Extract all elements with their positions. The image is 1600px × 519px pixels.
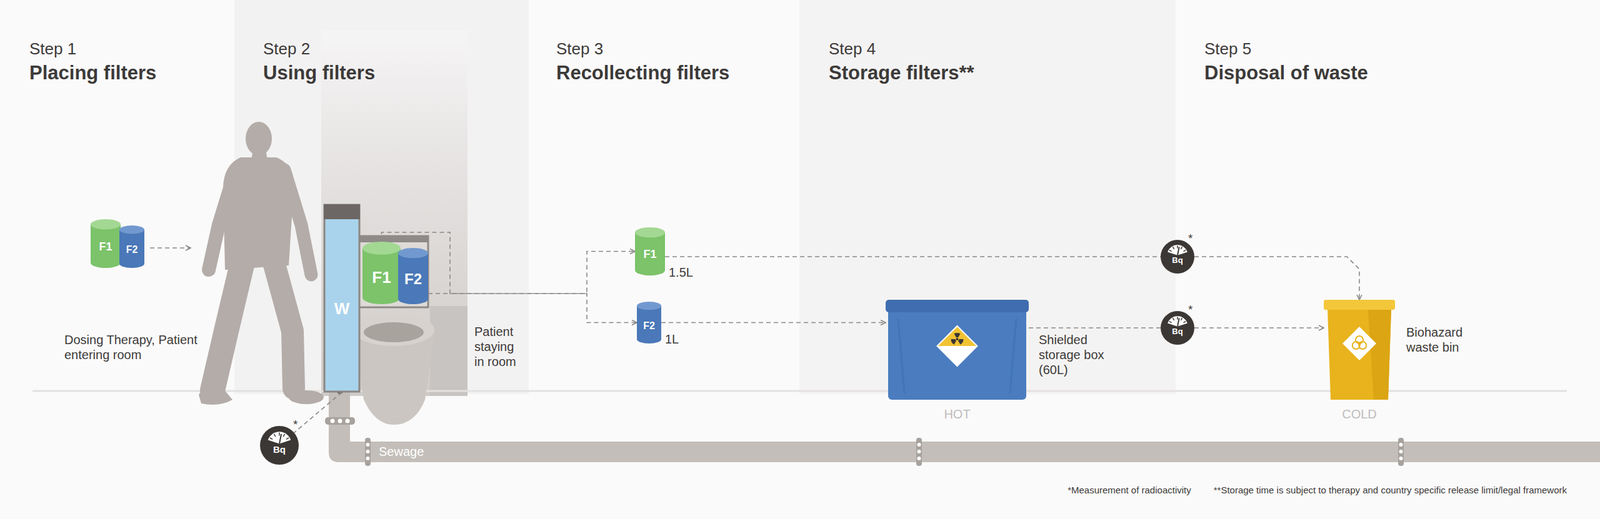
footnotes: *Measurement of radioactivity **Storage t… [1067,485,1567,497]
node-label: Bq [1160,255,1195,266]
node-caption: COLD [1323,406,1395,422]
biohazard-bin-shape [1323,300,1395,400]
dashed-connector [1028,327,1161,329]
biohazard-bin: Biohazard waste binCOLD [1323,300,1395,400]
dashed-connector [665,256,1161,258]
step-number: Step 2 [263,39,310,59]
node-label: Bq [1160,326,1195,337]
step-number: Step 5 [1204,39,1252,59]
annotation: * [1188,231,1193,247]
annotation: * [293,418,298,433]
node-label: F2 [398,270,429,289]
node-label: Bq [260,444,299,456]
step-number: Step 4 [828,39,876,59]
node-caption: 1L [665,331,697,347]
patient-silhouette [198,121,324,405]
node-caption: HOT [885,406,1029,422]
room-band [321,30,468,397]
pipe-joint [365,438,371,467]
dashed-connector [661,322,886,324]
shielded-storage-box: Shielded storage box (60L)HOT [885,300,1029,400]
filter-shelf [358,236,429,308]
step-number: Step 3 [556,39,604,59]
step-title: Recollecting filters [556,61,730,85]
footnote: **Storage time is subject to therapy and… [1213,485,1567,497]
node-label: F1 [635,248,665,262]
shielded-storage-box-shape [885,300,1029,400]
node-label: F1 [362,268,401,288]
wall-panel [430,306,468,397]
step-title: Using filters [263,61,375,85]
node-label: F2 [636,320,662,332]
node-caption: 1.5L [668,265,713,280]
dashed-connector [428,293,637,324]
annotation: Sewage [378,444,424,460]
dashed-connector [1194,327,1324,329]
footnote: *Measurement of radioactivity [1067,485,1192,497]
node-label: W [323,299,360,319]
annotation: Patient staying in room [474,324,525,370]
sewage-pipe [328,392,1600,463]
filter-cylinder: F11.5L [635,227,665,276]
filter-cylinder: F2 [398,248,429,305]
annotation: Dosing Therapy, Patient entering room [64,332,200,363]
filter-cylinder: F1 [362,241,401,305]
dashed-connector [294,392,342,434]
pipe-joint [1398,438,1404,467]
node-label: F2 [119,243,145,256]
toilet [353,313,435,425]
step-title: Storage filters** [828,61,975,85]
filter-cylinder: F1 [90,219,121,269]
filter-cylinder: F21L [636,301,662,344]
step-title: Placing filters [29,61,157,85]
step-number: Step 1 [29,39,77,59]
radioactivity-gauge: Bq [1160,311,1195,345]
pipe-joint [916,438,922,467]
dashed-connector [1194,256,1360,300]
step-title: Disposal of waste [1204,61,1369,85]
water-tank-shape [323,204,360,393]
node-caption: Shielded storage box (60L) [1038,332,1114,378]
dashed-arrow [150,247,191,249]
water-tank: W [323,204,360,393]
node-label: F1 [90,240,121,255]
radioactivity-gauge: Bq [260,426,299,465]
filter-cylinder: F2 [119,225,145,269]
node-caption: Biohazard waste bin [1406,325,1475,355]
drain-connector [325,417,355,425]
annotation: * [1188,303,1193,318]
radioactivity-gauge: Bq [1160,240,1195,274]
